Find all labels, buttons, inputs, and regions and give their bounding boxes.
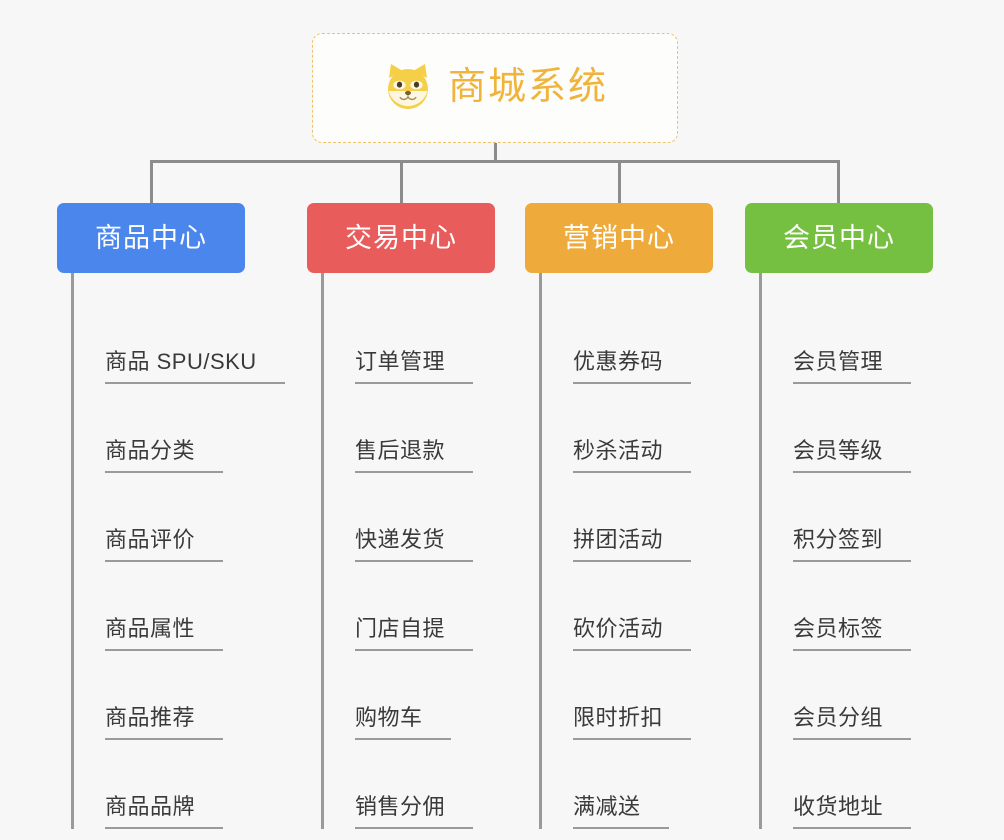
leaf-label: 会员标签 <box>793 618 912 651</box>
category-header-trade-center[interactable]: 交易中心 <box>307 203 495 273</box>
leaf-spine <box>71 273 74 829</box>
leaf-item[interactable]: 会员等级 <box>759 384 933 473</box>
leaf-item[interactable]: 砍价活动 <box>539 562 713 651</box>
leaf-list-marketing-center: 优惠券码 秒杀活动 拼团活动 砍价活动 限时折扣 满减送 <box>539 273 713 829</box>
leaf-label: 收货地址 <box>793 796 912 829</box>
leaf-item[interactable]: 售后退款 <box>321 384 495 473</box>
leaf-label: 商品属性 <box>105 618 224 651</box>
leaf-label: 商品分类 <box>105 440 224 473</box>
leaf-item[interactable]: 商品评价 <box>71 473 245 562</box>
leaf-item[interactable]: 门店自提 <box>321 562 495 651</box>
leaf-item[interactable]: 会员管理 <box>759 295 933 384</box>
connector-drop-trade-center <box>399 160 403 203</box>
leaf-item[interactable]: 商品推荐 <box>71 651 245 740</box>
leaf-item[interactable]: 购物车 <box>321 651 495 740</box>
connector-horizontal-bus <box>150 160 838 163</box>
leaf-item[interactable]: 商品属性 <box>71 562 245 651</box>
connector-root-stem <box>493 143 497 162</box>
leaf-label: 砍价活动 <box>573 618 692 651</box>
leaf-item[interactable]: 秒杀活动 <box>539 384 713 473</box>
category-header-member-center[interactable]: 会员中心 <box>745 203 933 273</box>
leaf-label: 订单管理 <box>355 351 474 384</box>
leaf-spine <box>539 273 542 829</box>
column-trade-center: 交易中心 订单管理 售后退款 快递发货 门店自提 购物车 销售分佣 <box>307 203 495 829</box>
leaf-item[interactable]: 订单管理 <box>321 295 495 384</box>
connector-drop-product-center <box>149 160 153 203</box>
leaf-label: 会员管理 <box>793 351 912 384</box>
category-label: 会员中心 <box>783 222 895 253</box>
leaf-label: 积分签到 <box>793 529 912 562</box>
leaf-label: 商品 SPU/SKU <box>105 351 285 384</box>
category-label: 营销中心 <box>563 222 675 253</box>
leaf-spine <box>321 273 324 829</box>
leaf-spine <box>759 273 762 829</box>
connector-drop-marketing-center <box>617 160 621 203</box>
leaf-label: 优惠券码 <box>573 351 692 384</box>
leaf-label: 会员等级 <box>793 440 912 473</box>
category-label: 商品中心 <box>95 222 207 253</box>
leaf-list-product-center: 商品 SPU/SKU 商品分类 商品评价 商品属性 商品推荐 商品品牌 <box>71 273 285 829</box>
leaf-label: 商品品牌 <box>105 796 224 829</box>
leaf-item[interactable]: 优惠券码 <box>539 295 713 384</box>
leaf-label: 快递发货 <box>355 529 474 562</box>
column-marketing-center: 营销中心 优惠券码 秒杀活动 拼团活动 砍价活动 限时折扣 满减送 <box>525 203 713 829</box>
leaf-label: 门店自提 <box>355 618 474 651</box>
leaf-item[interactable]: 商品分类 <box>71 384 245 473</box>
leaf-item[interactable]: 商品 SPU/SKU <box>71 295 285 384</box>
leaf-label: 销售分佣 <box>355 796 474 829</box>
root-title: 商城系统 <box>447 65 608 108</box>
root-node-mall-system[interactable]: 商城系统 <box>312 33 678 143</box>
leaf-item[interactable]: 满减送 <box>539 740 713 829</box>
leaf-label: 满减送 <box>573 796 669 829</box>
leaf-item[interactable]: 限时折扣 <box>539 651 713 740</box>
shiba-dog-face-icon <box>382 62 434 114</box>
leaf-list-member-center: 会员管理 会员等级 积分签到 会员标签 会员分组 收货地址 <box>759 273 933 829</box>
leaf-label: 购物车 <box>355 707 451 740</box>
leaf-label: 售后退款 <box>355 440 474 473</box>
column-member-center: 会员中心 会员管理 会员等级 积分签到 会员标签 会员分组 收货地址 <box>745 203 933 829</box>
leaf-item[interactable]: 销售分佣 <box>321 740 495 829</box>
leaf-label: 拼团活动 <box>573 529 692 562</box>
category-label: 交易中心 <box>345 222 457 253</box>
leaf-label: 秒杀活动 <box>573 440 692 473</box>
leaf-label: 限时折扣 <box>573 707 692 740</box>
leaf-item[interactable]: 积分签到 <box>759 473 933 562</box>
leaf-list-trade-center: 订单管理 售后退款 快递发货 门店自提 购物车 销售分佣 <box>321 273 495 829</box>
leaf-item[interactable]: 快递发货 <box>321 473 495 562</box>
leaf-item[interactable]: 拼团活动 <box>539 473 713 562</box>
category-header-marketing-center[interactable]: 营销中心 <box>525 203 713 273</box>
leaf-item[interactable]: 会员标签 <box>759 562 933 651</box>
leaf-item[interactable]: 会员分组 <box>759 651 933 740</box>
category-header-product-center[interactable]: 商品中心 <box>57 203 245 273</box>
leaf-label: 商品评价 <box>105 529 224 562</box>
leaf-item[interactable]: 收货地址 <box>759 740 933 829</box>
connector-drop-member-center <box>836 160 840 203</box>
leaf-item[interactable]: 商品品牌 <box>71 740 245 829</box>
column-product-center: 商品中心 商品 SPU/SKU 商品分类 商品评价 商品属性 商品推荐 商品品牌 <box>57 203 285 829</box>
leaf-label: 会员分组 <box>793 707 912 740</box>
leaf-label: 商品推荐 <box>105 707 224 740</box>
